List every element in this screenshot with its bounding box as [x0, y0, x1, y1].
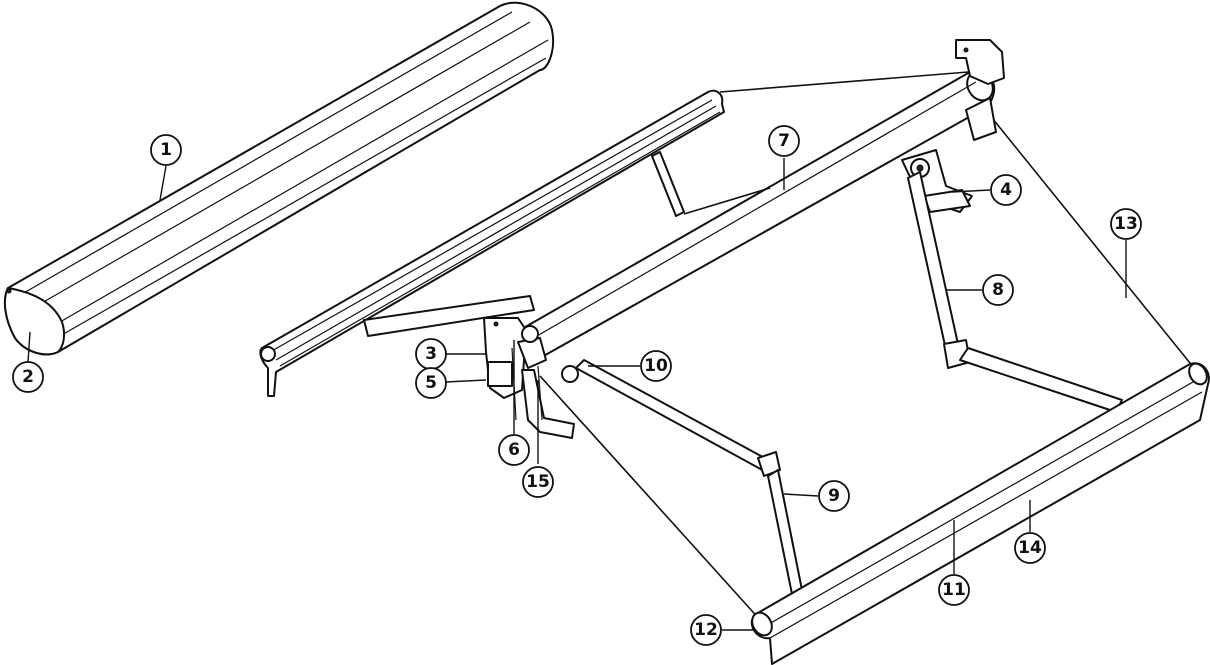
right-wall-bracket	[901, 39, 1005, 213]
callout-15: 15	[522, 466, 554, 498]
rear-strut	[363, 151, 771, 337]
callout-8: 8	[982, 274, 1014, 306]
callout-14: 14	[1014, 532, 1046, 564]
callout-6-label: 6	[508, 440, 520, 460]
callout-14-label: 14	[1018, 538, 1042, 558]
callout-11-label: 11	[942, 580, 966, 600]
callout-1: 1	[150, 134, 182, 166]
callout-13: 13	[1110, 208, 1142, 240]
callout-7: 7	[768, 125, 800, 157]
callout-13-label: 13	[1114, 214, 1138, 234]
end-cap	[3, 287, 66, 356]
callout-5: 5	[415, 367, 447, 399]
fabric-side-edge-right	[983, 107, 1195, 369]
callout-4-label: 4	[1000, 180, 1012, 200]
callout-11: 11	[938, 574, 970, 606]
callout-3: 3	[415, 338, 447, 370]
fabric-side-edge-left	[539, 375, 763, 623]
callout-10: 10	[640, 350, 672, 382]
callout-15-label: 15	[526, 472, 550, 492]
left-folding-arm	[561, 359, 803, 595]
callout-4: 4	[990, 174, 1022, 206]
callout-2-label: 2	[22, 367, 34, 387]
callout-10-label: 10	[644, 356, 668, 376]
rear-cassette-profile	[259, 89, 725, 397]
callout-9: 9	[818, 480, 850, 512]
right-folding-arm	[907, 171, 1123, 413]
callout-6: 6	[498, 434, 530, 466]
left-wall-bracket	[483, 317, 575, 439]
callout-3-label: 3	[425, 344, 437, 364]
callout-7-label: 7	[778, 131, 790, 151]
callout-9-label: 9	[828, 486, 840, 506]
cassette-hood	[3, 1, 554, 356]
fabric-top-edge	[719, 71, 969, 93]
callout-1-label: 1	[160, 140, 172, 160]
callout-5-label: 5	[425, 373, 437, 393]
callout-8-label: 8	[992, 280, 1004, 300]
callout-12: 12	[690, 614, 722, 646]
front-bar-end-cap	[751, 611, 773, 637]
front-bar	[750, 362, 1210, 665]
callout-2: 2	[12, 361, 44, 393]
leader-lines	[27, 158, 1127, 631]
callout-12-label: 12	[694, 620, 718, 640]
